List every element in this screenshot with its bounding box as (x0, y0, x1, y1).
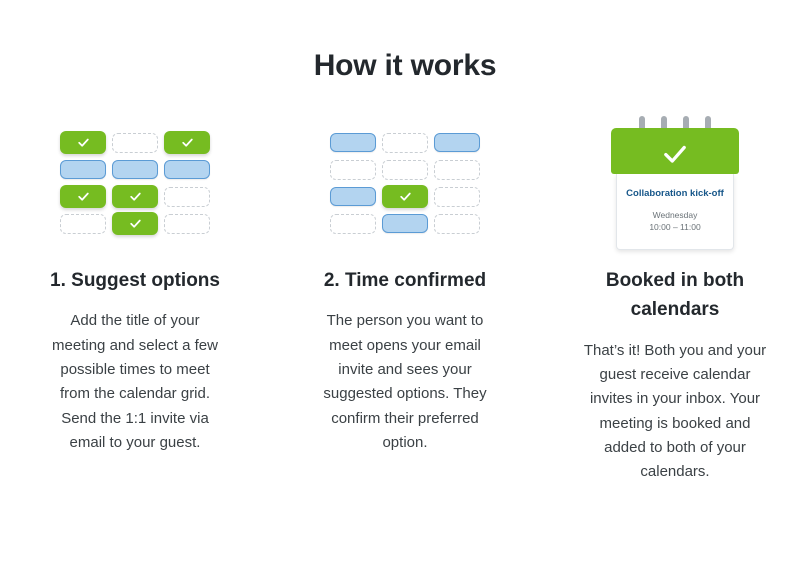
grid-cell-empty[interactable] (434, 186, 480, 207)
illustration-time-confirmed (270, 108, 540, 258)
grid-cell-selected[interactable] (112, 185, 158, 208)
calendar-event-day: Wednesday (652, 209, 698, 220)
check-icon (77, 138, 89, 147)
step-body-3: That’s it! Both you and your guest recei… (583, 341, 767, 481)
calendar-body: Collaboration kick-off Wednesday 10:00 –… (616, 173, 734, 251)
grid-cell-confirmed[interactable] (382, 185, 428, 208)
step-title-2: 2. Time confirmed (323, 270, 487, 291)
grid-cell-available[interactable] (164, 160, 210, 179)
check-icon (77, 192, 89, 201)
grid-cell-empty[interactable] (434, 159, 480, 180)
grid-cell-selected[interactable] (60, 185, 106, 208)
grid-cell-available[interactable] (330, 187, 376, 206)
illustration-suggest-options (0, 108, 270, 258)
page-title: How it works (313, 49, 497, 82)
grid-cell-selected[interactable] (60, 131, 106, 154)
grid-cell-empty[interactable] (330, 159, 376, 180)
grid-cell-selected[interactable] (112, 212, 158, 235)
check-icon (664, 145, 686, 163)
grid-cell-empty[interactable] (164, 213, 210, 234)
grid-cell-empty[interactable] (60, 213, 106, 234)
calendar-ring-icon (639, 115, 645, 138)
step-title-1: 1. Suggest options (50, 270, 220, 291)
step-title-3: Booked in both calendars (605, 270, 745, 321)
calendar-ring-icon (661, 115, 667, 138)
step-column-3: Collaboration kick-off Wednesday 10:00 –… (540, 108, 810, 485)
check-icon (399, 192, 411, 201)
check-icon (129, 219, 141, 228)
grid-cell-available[interactable] (330, 133, 376, 152)
grid-cell-empty[interactable] (434, 213, 480, 234)
grid-cell-empty[interactable] (382, 132, 428, 153)
steps-container: 1. Suggest options Add the title of your… (0, 84, 810, 485)
grid-cell-available[interactable] (60, 160, 106, 179)
grid-cell-empty[interactable] (330, 213, 376, 234)
grid-cell-empty[interactable] (382, 159, 428, 180)
grid-cell-available[interactable] (434, 133, 480, 152)
check-icon (181, 138, 193, 147)
calendar-card: Collaboration kick-off Wednesday 10:00 –… (611, 115, 739, 251)
grid-cell-available[interactable] (112, 160, 158, 179)
calendar-rings (611, 115, 739, 140)
check-icon (129, 192, 141, 201)
calendar-event-time: 10:00 – 11:00 (649, 222, 701, 233)
option-grid-2 (330, 129, 480, 237)
step-body-1: Add the title of your meeting and select… (52, 312, 218, 451)
grid-cell-selected[interactable] (164, 131, 210, 154)
calendar-event-title: Collaboration kick-off (626, 187, 724, 199)
illustration-booked-calendar: Collaboration kick-off Wednesday 10:00 –… (540, 108, 810, 258)
calendar-ring-icon (683, 115, 689, 138)
step-column-2: 2. Time confirmed The person you want to… (270, 108, 540, 485)
grid-cell-empty[interactable] (164, 186, 210, 207)
grid-cell-empty[interactable] (112, 132, 158, 153)
calendar-header (611, 127, 739, 174)
calendar-ring-icon (705, 115, 711, 138)
step-body-2: The person you want to meet opens your e… (323, 312, 487, 451)
step-column-1: 1. Suggest options Add the title of your… (0, 108, 270, 485)
option-grid-1 (60, 129, 210, 237)
grid-cell-available[interactable] (382, 214, 428, 233)
